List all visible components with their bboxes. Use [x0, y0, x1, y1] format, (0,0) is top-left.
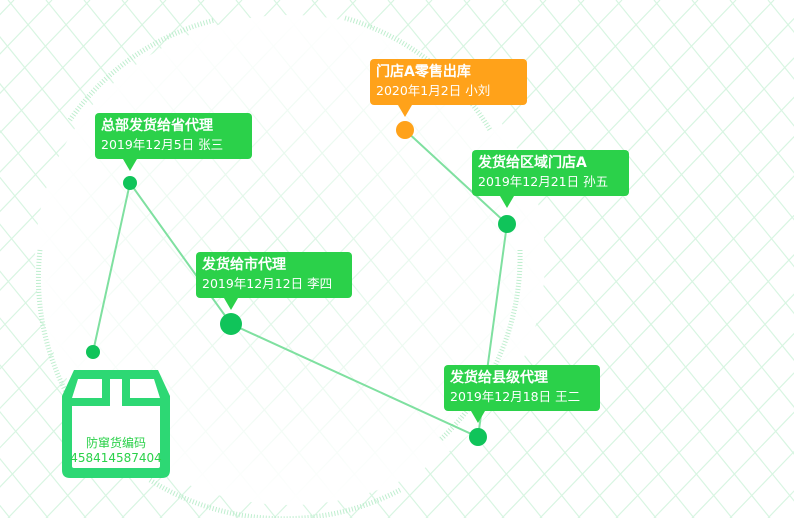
event-title: 总部发货给省代理: [101, 118, 213, 134]
event-detail: 2019年12月21日 孙五: [478, 174, 609, 189]
event-dot-5[interactable]: [469, 428, 487, 446]
event-detail: 2019年12月18日 王二: [450, 389, 581, 404]
origin-dot: [86, 345, 100, 359]
event-callout[interactable]: 总部发货给省代理 2019年12月5日 张三: [95, 113, 252, 171]
event-callout[interactable]: 发货给市代理 2019年12月12日 李四: [196, 252, 352, 310]
event-detail: 2020年1月2日 小刘: [376, 83, 491, 98]
event-title: 门店A零售出库: [376, 64, 471, 80]
event-callout[interactable]: 发货给县级代理 2019年12月18日 王二: [444, 365, 600, 423]
event-dot-1[interactable]: [123, 176, 137, 190]
event-detail: 2019年12月5日 张三: [101, 137, 224, 152]
package-label: 防窜货编码: [85, 436, 146, 450]
event-callout[interactable]: 门店A零售出库 2020年1月2日 小刘: [370, 59, 527, 117]
package-box-icon: [62, 370, 170, 478]
event-dot-3[interactable]: [498, 215, 516, 233]
event-dot-2[interactable]: [396, 121, 414, 139]
package-card: 防窜货编码 458414587404: [60, 366, 172, 480]
package-code: 458414587404: [70, 451, 162, 465]
event-title: 发货给区域门店A: [478, 155, 587, 171]
event-title: 发货给市代理: [202, 257, 286, 273]
event-dot-4[interactable]: [220, 313, 242, 335]
event-callout[interactable]: 发货给区域门店A 2019年12月21日 孙五: [472, 150, 629, 208]
event-detail: 2019年12月12日 李四: [202, 276, 333, 291]
event-title: 发货给县级代理: [450, 370, 548, 386]
trace-path: [92, 129, 509, 439]
